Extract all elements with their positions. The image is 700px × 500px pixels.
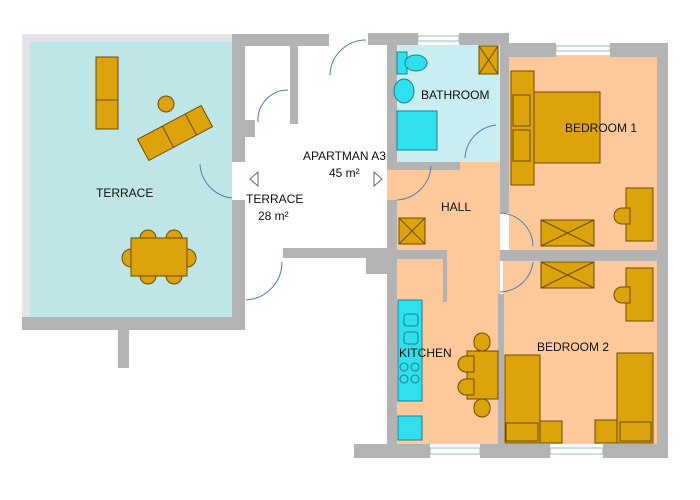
door-swing xyxy=(396,165,432,201)
wall xyxy=(397,250,447,259)
door-swing xyxy=(329,39,367,76)
wall xyxy=(500,250,668,261)
wall xyxy=(443,259,447,302)
sun-lounger xyxy=(136,104,214,162)
wall xyxy=(610,43,668,57)
side-table xyxy=(157,95,175,113)
room-label-bathroom: BATHROOM xyxy=(421,88,490,102)
wall xyxy=(22,317,245,330)
room-label-bedroom2: BEDROOM 2 xyxy=(537,340,610,354)
wall xyxy=(232,200,245,330)
door-swing xyxy=(199,163,233,199)
wall xyxy=(498,294,504,444)
room-label-hall: HALL xyxy=(441,200,472,214)
window xyxy=(549,447,604,455)
wall xyxy=(500,43,556,57)
wall xyxy=(290,46,298,124)
wall xyxy=(387,33,397,162)
door-swing xyxy=(499,212,534,247)
terrace-title: TERRACE xyxy=(246,192,304,206)
window xyxy=(429,447,481,455)
door-swing xyxy=(245,261,283,301)
wall xyxy=(603,444,668,458)
wall xyxy=(245,120,255,137)
wall xyxy=(232,34,329,46)
shower xyxy=(396,110,438,151)
apartment-area: 45 m² xyxy=(329,166,360,180)
sink xyxy=(393,78,415,104)
apartment-title: APARTMAN A3 xyxy=(303,149,386,163)
room-label-terrace: TERRACE xyxy=(96,186,154,200)
wall xyxy=(232,34,245,162)
wall xyxy=(283,248,388,258)
wall xyxy=(118,330,129,368)
door-swing xyxy=(464,124,497,159)
door-swing xyxy=(499,261,534,293)
wall xyxy=(354,444,430,458)
desk xyxy=(625,267,654,322)
wall xyxy=(387,162,460,170)
window xyxy=(417,35,460,42)
wall xyxy=(500,33,509,213)
door-swing xyxy=(257,89,289,123)
sun-lounger xyxy=(95,56,119,130)
entrance-arrow-icon xyxy=(373,170,383,188)
wall xyxy=(387,200,397,458)
dining-table xyxy=(130,237,188,277)
wall xyxy=(459,33,509,45)
room-label-kitchen: KITCHEN xyxy=(399,346,452,360)
wall xyxy=(366,258,388,274)
terrace-area: 28 m² xyxy=(258,209,289,223)
entrance-arrow-icon xyxy=(249,170,259,188)
window xyxy=(555,45,611,52)
room-label-bedroom1: BEDROOM 1 xyxy=(565,121,638,135)
wall xyxy=(480,444,550,458)
